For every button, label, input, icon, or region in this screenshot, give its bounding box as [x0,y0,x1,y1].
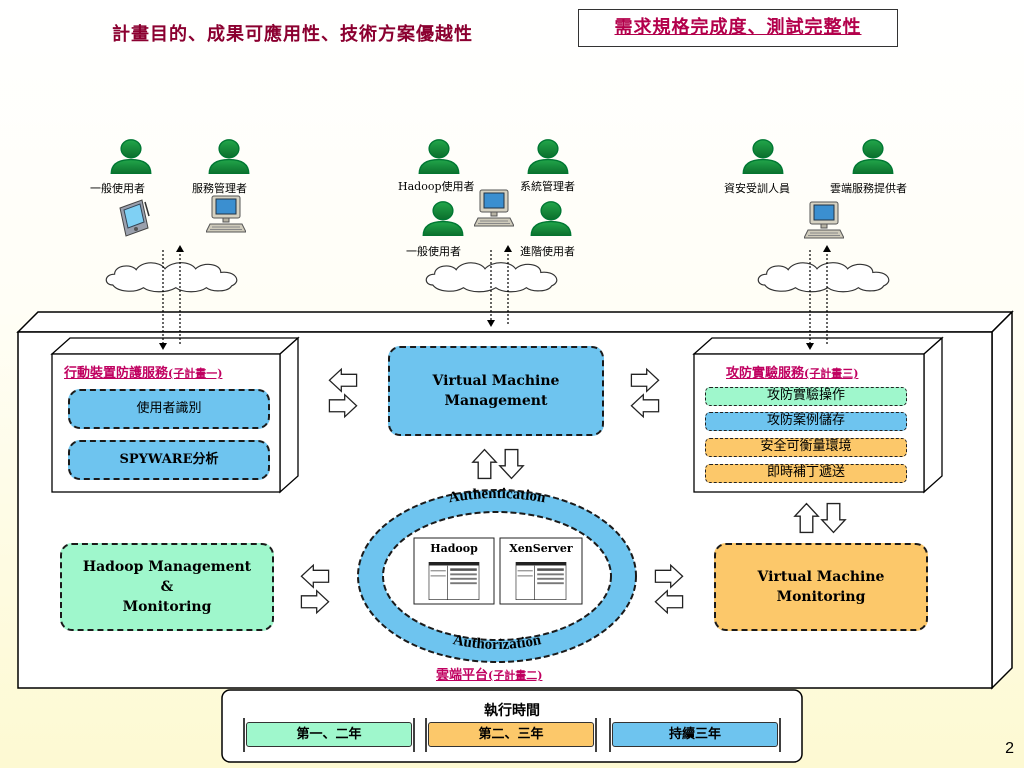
timeline-title: 執行時間 [484,703,540,719]
user-label-advanced: 進階使用者 [520,245,575,258]
attack-operation-item: 攻防實驗操作 [705,387,907,406]
header-right-title: 需求規格完成度、測試完整性 [578,9,898,47]
timeline-phase-2: 第二、三年 [428,722,594,747]
user-label-cloud-provider: 雲端服務提供者 [830,182,907,195]
user-label-general-left: 一般使用者 [90,182,145,195]
svg-text:Authentication: Authentication [447,486,547,506]
user-label-hadoop: Hadoop使用者 [398,180,475,193]
header-left-title: 計畫目的、成果可應用性、技術方案優越性 [112,24,473,45]
patch-delivery-item: 即時補丁遞送 [705,464,907,483]
xenserver-window-label: XenServer [509,542,573,555]
spyware-analysis-box: SPYWARE分析 [68,440,270,480]
page-number: 2 [1005,740,1014,757]
hadoop-window-label: Hadoop [430,542,478,555]
authentication-label: Authentication [447,486,547,506]
cloud-platform-label: 雲端平台(子計畫二) [436,668,543,683]
authorization-label: Authorization [452,632,544,653]
user-label-sysadmin: 系統管理者 [520,180,575,193]
timeline-phase-3: 持續三年 [612,722,778,747]
user-label-service-manager: 服務管理者 [192,182,247,195]
vm-management-box: Virtual Machine Management [388,346,604,436]
attack-case-storage-item: 攻防案例儲存 [705,412,907,431]
measurable-environment-item: 安全可衡量環境 [705,438,907,457]
user-label-general-middle: 一般使用者 [406,245,461,258]
mobile-service-title: 行動裝置防護服務(子計畫一) [64,366,223,381]
user-identification-box: 使用者識別 [68,389,270,429]
svg-text:Authorization: Authorization [452,632,544,653]
user-label-security-trainee: 資安受訓人員 [724,182,790,195]
hadoop-management-box: Hadoop Management & Monitoring [60,543,274,631]
attack-service-title: 攻防實驗服務(子計畫三) [726,366,859,381]
timeline-phase-1: 第一、二年 [246,722,412,747]
vm-monitoring-box: Virtual Machine Monitoring [714,543,928,631]
